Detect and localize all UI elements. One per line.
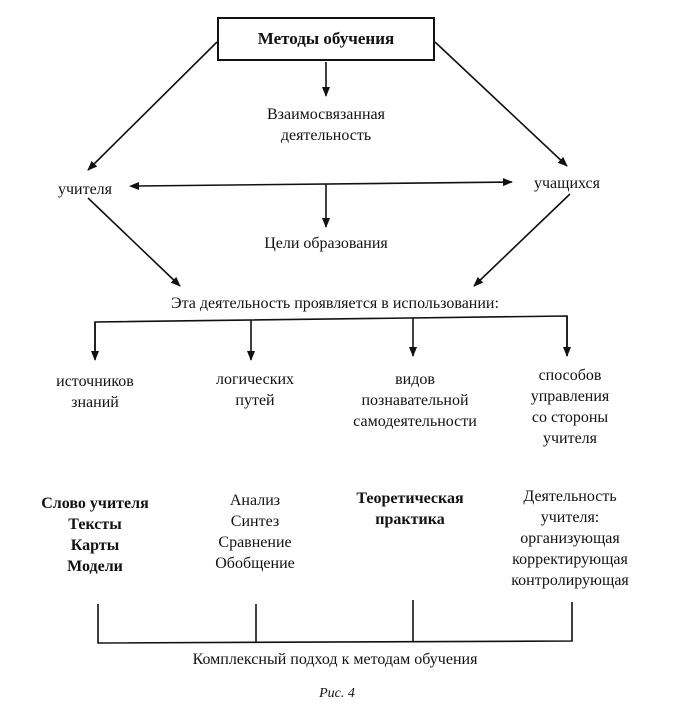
category-1-label: источников знаний xyxy=(56,373,134,411)
category-3-label: видов познавательной самодеятельности xyxy=(353,371,477,430)
arrow-title-to-students xyxy=(434,41,568,167)
arrow-students-to-usage xyxy=(473,193,571,287)
category-1-items: Слово учителя Тексты Карты Модели xyxy=(41,495,149,575)
category-4-items: Деятельность учителя: организующая корре… xyxy=(511,488,629,589)
category-2-label: логических путей xyxy=(215,371,295,409)
arrow-teacher-to-usage xyxy=(87,197,181,287)
usage-line: Эта деятельность проявляется в использов… xyxy=(171,295,499,312)
usage-bracket xyxy=(94,315,568,358)
bottom-label: Комплексный подход к методам обучения xyxy=(192,651,478,668)
title-box: Методы обучения xyxy=(217,17,435,61)
students-node: учащихся xyxy=(533,175,601,192)
figure-caption: Рис. 4 xyxy=(319,686,355,701)
arrow-teacher-students xyxy=(129,178,513,190)
arrow-title-to-teacher xyxy=(87,41,218,171)
bottom-bracket xyxy=(97,602,573,644)
category-2-items: Анализ Синтез Сравнение Обобщение xyxy=(215,492,295,572)
goals-label: Цели образования xyxy=(264,235,388,252)
teacher-node: учителя xyxy=(57,181,113,198)
category-4-label: способов управления со стороны учителя xyxy=(530,367,610,447)
category-3-items: Теоретическая практика xyxy=(356,490,464,528)
center-top-label: Взаимосвязанная деятельность xyxy=(267,106,385,144)
